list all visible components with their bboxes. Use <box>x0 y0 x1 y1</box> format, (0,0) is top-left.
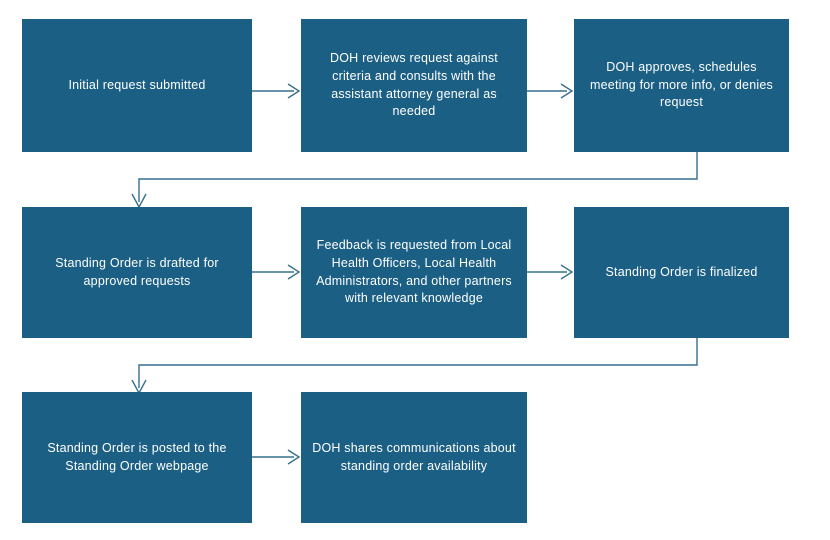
connector-node4-to-node5 <box>252 257 302 287</box>
node-label: Standing Order is posted to the Standing… <box>47 440 227 473</box>
connector-node5-to-node6 <box>527 257 577 287</box>
connector-node3-to-node4 <box>125 150 715 212</box>
flowchart-node-initial-request[interactable]: Initial request submitted <box>22 19 252 152</box>
node-label: DOH shares communications about standing… <box>312 440 516 473</box>
connector-node6-to-node7 <box>125 336 715 398</box>
node-label: Initial request submitted <box>68 77 206 92</box>
node-label: Feedback is requested from Local Health … <box>316 238 512 306</box>
flowchart-node-doh-approves-or-denies[interactable]: DOH approves, schedules meeting for more… <box>574 19 789 152</box>
flowchart-node-feedback-requested[interactable]: Feedback is requested from Local Health … <box>301 207 527 338</box>
connector-node1-to-node2 <box>252 76 302 106</box>
connector-node2-to-node3 <box>527 76 577 106</box>
node-label: DOH approves, schedules meeting for more… <box>590 59 773 110</box>
flowchart-node-doh-shares-communications[interactable]: DOH shares communications about standing… <box>301 392 527 523</box>
flowchart-node-standing-order-posted[interactable]: Standing Order is posted to the Standing… <box>22 392 252 523</box>
node-label: Standing Order is drafted for approved r… <box>55 255 219 288</box>
node-label: DOH reviews request against criteria and… <box>330 51 498 119</box>
connector-node7-to-node8 <box>252 442 302 472</box>
node-label: Standing Order is finalized <box>605 264 758 279</box>
flowchart-node-doh-reviews-request[interactable]: DOH reviews request against criteria and… <box>301 19 527 152</box>
flowchart-node-standing-order-drafted[interactable]: Standing Order is drafted for approved r… <box>22 207 252 338</box>
flowchart-node-standing-order-finalized[interactable]: Standing Order is finalized <box>574 207 789 338</box>
